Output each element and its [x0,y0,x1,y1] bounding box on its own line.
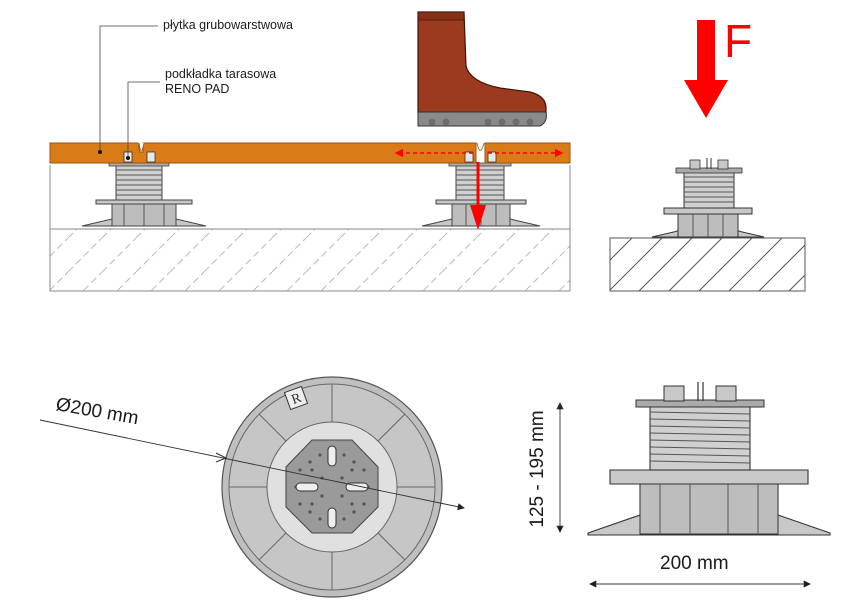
height-range-label: 125 - 195 mm [527,410,548,528]
ground-block [609,237,806,292]
boot-icon [417,11,547,127]
reno-logo-icon: R [283,385,309,411]
tile-right [484,142,571,164]
pad-label-line2: RENO PAD [165,82,230,96]
down-arrow-icon [684,20,728,118]
force-label: F [724,15,753,67]
ground-slab [49,228,571,292]
top-view: R [39,376,465,598]
width-label: 200 mm [660,553,729,574]
section-view [49,25,571,292]
down-arrow-icon [470,162,486,230]
pad-label-line1: podkładka tarasowa [165,67,277,81]
side-view [556,382,831,588]
tile-left [49,142,477,164]
single-pedestal-view [609,158,806,292]
pedestal-left [81,162,207,227]
tile-label: płytka grubowarstwowa [163,18,293,32]
